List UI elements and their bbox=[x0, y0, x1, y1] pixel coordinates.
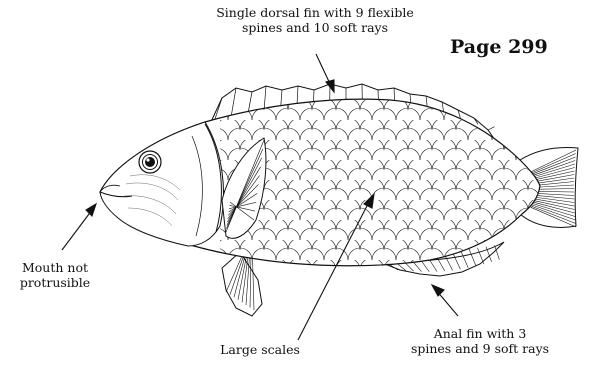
mouth-label-line-2: protrusible bbox=[0, 275, 110, 290]
anal-fin-label-line-1: Anal fin with 3 bbox=[390, 326, 570, 341]
dorsal-fin-label: Single dorsal fin with 9 flexible spines… bbox=[160, 5, 470, 35]
dorsal-fin-label-line-2: spines and 10 soft rays bbox=[160, 20, 470, 35]
mouth-label-line-1: Mouth not bbox=[0, 260, 110, 275]
page-number: Page 299 bbox=[450, 36, 548, 58]
mouth-arrow bbox=[62, 204, 96, 250]
anal-fin-label: Anal fin with 3 spines and 9 soft rays bbox=[390, 326, 570, 356]
pelvic-fin bbox=[222, 252, 262, 316]
dorsal-fin-ray bbox=[488, 127, 495, 130]
large-scales-label: Large scales bbox=[200, 342, 320, 357]
large-scales-label-line-1: Large scales bbox=[200, 342, 320, 357]
dorsal-fin-label-line-1: Single dorsal fin with 9 flexible bbox=[160, 5, 470, 20]
anal-arrow bbox=[432, 285, 458, 316]
anal-fin-label-line-2: spines and 9 soft rays bbox=[390, 341, 570, 356]
mouth-label: Mouth not protrusible bbox=[0, 260, 110, 290]
